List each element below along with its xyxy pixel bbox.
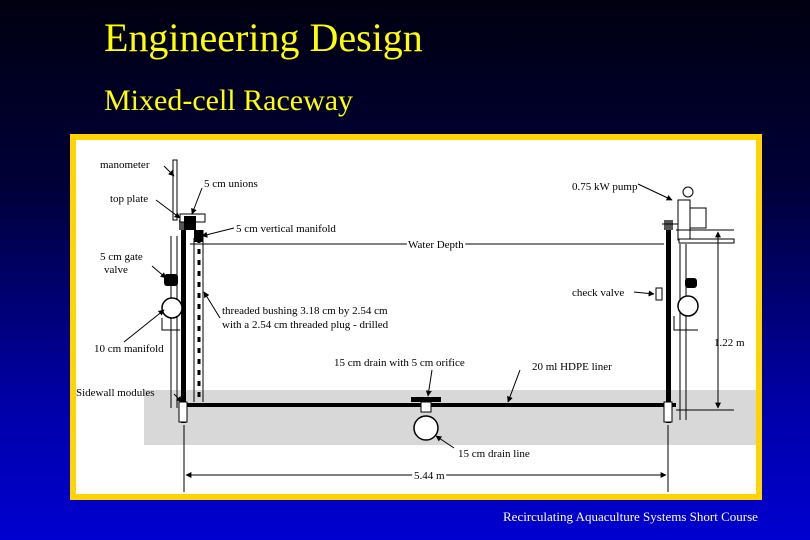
manifold-pipe	[161, 297, 183, 319]
slide-subtitle: Mixed-cell Raceway	[104, 84, 354, 117]
pump-motor	[689, 207, 707, 229]
label-vertical-manifold: 5 cm vertical manifold	[236, 223, 336, 235]
right-bracket	[673, 316, 698, 331]
union-right	[194, 230, 203, 242]
raceway-drawing: manometer 5 cm unions top plate 5 cm ver…	[76, 159, 756, 492]
label-check-valve: check valve	[572, 287, 624, 299]
pump-motor-cap	[682, 186, 694, 198]
footer-text: Recirculating Aquaculture Systems Short …	[503, 509, 758, 524]
pump-base	[678, 238, 735, 244]
pump	[677, 199, 691, 241]
label-unions: 5 cm unions	[204, 178, 258, 190]
right-footing	[663, 401, 673, 423]
left-footing	[178, 401, 188, 423]
right-wall	[666, 220, 671, 423]
label-gate-valve-2: valve	[104, 264, 128, 276]
raceway-diagram: manometer 5 cm unions top plate 5 cm ver…	[76, 140, 756, 494]
gate-valve	[164, 274, 178, 286]
right-manifold-pipe	[677, 295, 699, 317]
drain-plate	[411, 397, 441, 402]
left-wall	[181, 220, 186, 423]
right-valve	[685, 278, 697, 288]
manometer	[172, 159, 178, 221]
label-manometer: manometer	[100, 159, 150, 171]
label-water-depth: Water Depth	[408, 239, 464, 251]
ground	[144, 390, 756, 445]
slide-title: Engineering Design	[104, 15, 423, 60]
union-left	[184, 216, 196, 230]
label-pump: 0.75 kW pump	[572, 181, 638, 193]
drain-line-pipe	[413, 415, 439, 441]
label-liner: 20 ml HDPE liner	[532, 361, 612, 373]
left-wall-post	[179, 220, 188, 230]
label-top-plate: top plate	[110, 193, 148, 205]
drain-standpipe	[420, 401, 432, 413]
label-manifold: 10 cm manifold	[94, 343, 164, 355]
label-bushing-2: with a 2.54 cm threaded plug - drilled	[222, 319, 389, 331]
right-wall-post	[664, 220, 673, 230]
check-valve	[655, 287, 663, 301]
label-gate-valve-1: 5 cm gate	[100, 251, 143, 263]
label-drain: 15 cm drain with 5 cm orifice	[334, 357, 465, 369]
label-bushing-1: threaded bushing 3.18 cm by 2.54 cm	[222, 305, 388, 317]
left-bracket	[161, 318, 180, 331]
label-sidewall: Sidewall modules	[76, 387, 155, 399]
label-drain-line: 15 cm drain line	[458, 448, 530, 460]
label-width: 5.44 m	[414, 470, 445, 482]
label-height: 1.22 m	[714, 337, 745, 349]
figure-frame: manometer 5 cm unions top plate 5 cm ver…	[70, 134, 762, 500]
